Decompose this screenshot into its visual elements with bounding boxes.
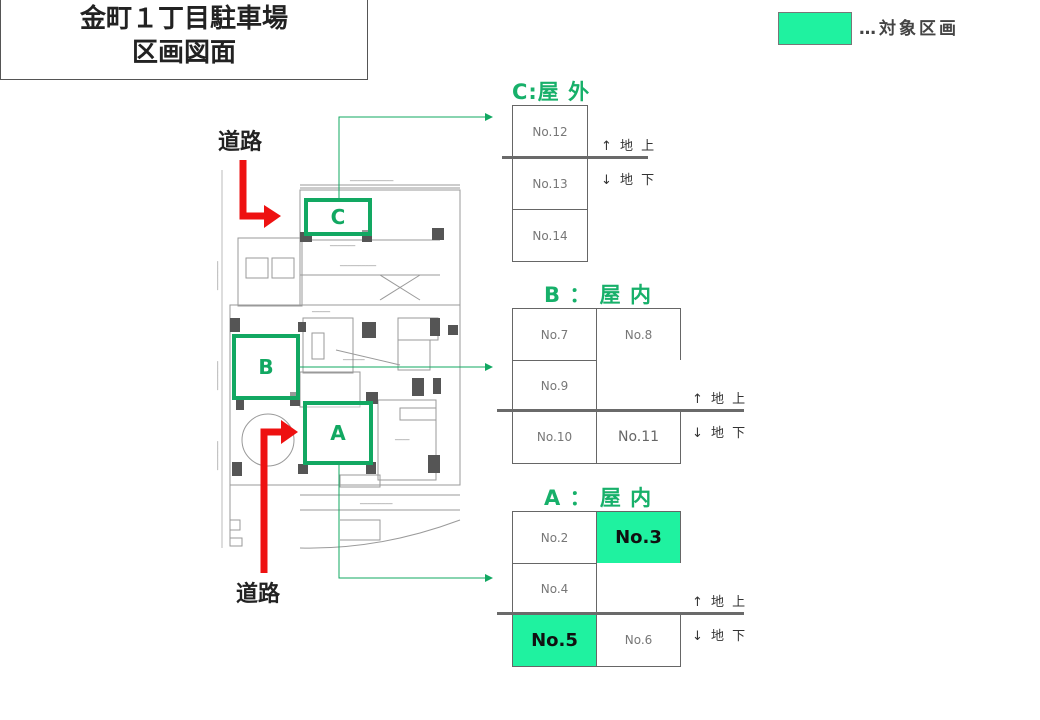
road-label-bottom: 道路 <box>236 582 281 607</box>
level-below-b: ↓ 地 下 <box>692 426 748 441</box>
space-no5-target[interactable]: No.5 <box>512 613 597 667</box>
level-below-a: ↓ 地 下 <box>692 629 748 644</box>
zone-c-label: C <box>330 205 346 229</box>
space-no9[interactable]: No.9 <box>512 360 597 412</box>
svg-text:────: ──── <box>394 437 410 444</box>
space-no11[interactable]: No.11 <box>596 410 681 464</box>
zone-b-label: B <box>258 355 274 379</box>
space-no4[interactable]: No.4 <box>512 563 597 614</box>
svg-text:─────: ───── <box>311 309 330 316</box>
space-no13[interactable]: No.13 <box>512 157 588 210</box>
connector-lines <box>300 113 493 582</box>
legend-text: …対象区画 <box>859 19 959 39</box>
space-no12[interactable]: No.12 <box>512 105 588 158</box>
space-empty-b <box>596 360 681 412</box>
space-no3-target[interactable]: No.3 <box>596 511 681 564</box>
level-below-c: ↓ 地 下 <box>601 173 657 188</box>
svg-text:───────: ─────── <box>329 243 356 250</box>
svg-text:────────────: ──────────── <box>349 178 394 185</box>
zone-a-box[interactable]: A <box>303 401 373 465</box>
space-no6[interactable]: No.6 <box>596 613 681 667</box>
zone-a-label: A <box>330 421 346 445</box>
space-no2[interactable]: No.2 <box>512 511 597 564</box>
ground-line-a <box>497 612 744 615</box>
level-above-c: ↑ 地 上 <box>601 139 657 154</box>
section-b-label: B ： 屋 内 <box>544 283 652 307</box>
zone-c-box[interactable]: C <box>304 198 372 236</box>
svg-text:────────: ──────── <box>215 261 222 291</box>
svg-text:─────────: ───────── <box>359 501 393 508</box>
level-above-a: ↑ 地 上 <box>692 595 748 610</box>
svg-text:──────────: ────────── <box>339 263 377 270</box>
space-empty-a <box>596 563 681 614</box>
svg-text:──────: ────── <box>342 357 365 364</box>
section-c-label: C:屋 外 <box>512 80 591 104</box>
plan-pillars <box>230 228 458 476</box>
ground-line-b <box>497 409 744 412</box>
page-subtitle: 区画図面 <box>131 38 236 68</box>
space-no8[interactable]: No.8 <box>596 308 681 361</box>
space-no14[interactable]: No.14 <box>512 209 588 262</box>
level-above-b: ↑ 地 上 <box>692 392 748 407</box>
svg-text:────────: ──────── <box>215 441 222 471</box>
space-no10[interactable]: No.10 <box>512 410 597 464</box>
zone-b-box[interactable]: B <box>232 334 300 400</box>
road-arrowheads <box>264 205 298 444</box>
plan-annotations: ──────────── ──────── ──────── ──────── … <box>215 178 410 508</box>
svg-text:────────: ──────── <box>215 361 222 391</box>
space-no7[interactable]: No.7 <box>512 308 597 361</box>
title-box: 金町１丁目駐車場 区画図面 <box>0 0 368 80</box>
legend-swatch <box>778 12 852 45</box>
page-title: 金町１丁目駐車場 <box>79 4 288 34</box>
road-arrows <box>239 160 282 573</box>
section-a-label: A ： 屋 内 <box>544 486 653 510</box>
ground-line-c <box>502 156 648 159</box>
road-label-top: 道路 <box>218 130 263 155</box>
